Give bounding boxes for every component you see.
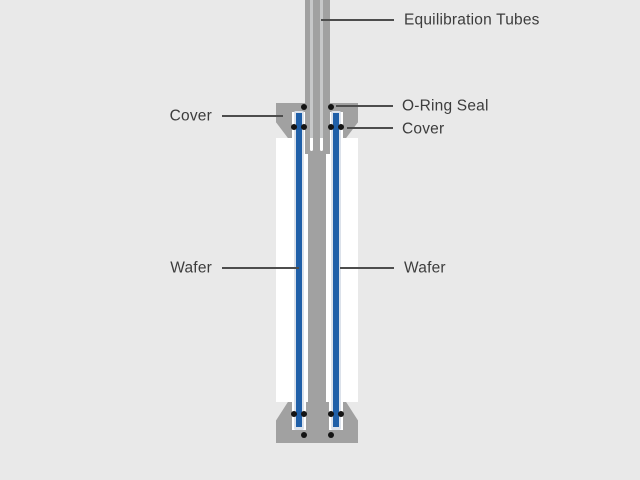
right-wafer (333, 113, 339, 427)
o-ring-dot (301, 124, 307, 130)
wafer-right-pointer-line (340, 267, 394, 269)
cover-right-pointer-line (347, 127, 393, 129)
cover-left-pointer-line (222, 115, 283, 117)
center-column (308, 150, 326, 443)
o-ring-dot (301, 432, 307, 438)
equilibration-tube-assembly (305, 0, 330, 154)
tube-bore-left-opening (310, 138, 313, 151)
cover-left-label: Cover (169, 107, 212, 125)
o-ring-dot (338, 411, 344, 417)
equilibration-tubes-label: Equilibration Tubes (404, 11, 540, 29)
cover-right-label: Cover (402, 120, 445, 138)
tube-bore-right-opening (320, 138, 323, 151)
o-ring-seal-label: O-Ring Seal (402, 97, 489, 115)
wafer-left-label: Wafer (170, 259, 212, 277)
o-ring-dot (338, 124, 344, 130)
equilibration-tubes-pointer-line (321, 19, 394, 21)
o-ring-dot (301, 104, 307, 110)
o-ring-seal-pointer-line (336, 105, 393, 107)
wafer-right-label: Wafer (404, 259, 446, 277)
o-ring-dot (291, 124, 297, 130)
left-wafer (296, 113, 302, 427)
o-ring-dot (328, 411, 334, 417)
o-ring-dot (301, 411, 307, 417)
tube-bore-left (310, 0, 313, 150)
o-ring-dot (328, 104, 334, 110)
tube-bore-right (320, 0, 323, 150)
wafer-left-pointer-line (222, 267, 299, 269)
o-ring-dot (291, 411, 297, 417)
o-ring-dot (328, 124, 334, 130)
o-ring-dot (328, 432, 334, 438)
